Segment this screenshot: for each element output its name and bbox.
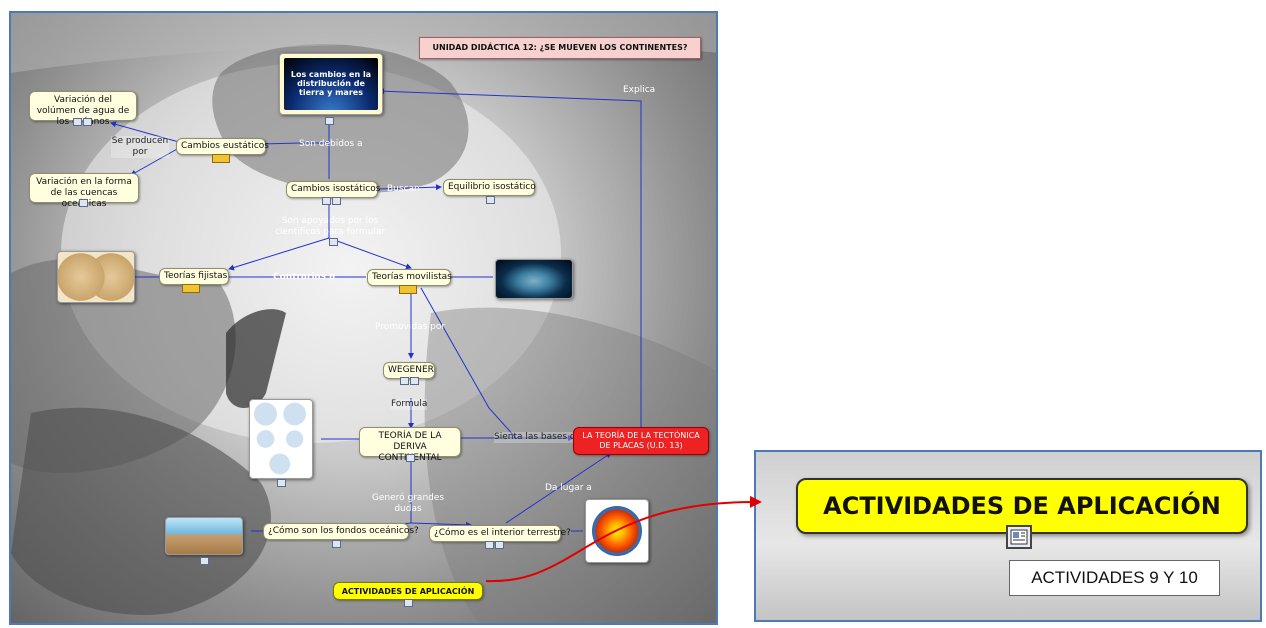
node-teorias-fijistas[interactable]: Teorías fijistas — [159, 268, 229, 285]
node-fondos-oceanicos[interactable]: ¿Cómo son los fondos oceánicos? — [263, 523, 419, 540]
link-label-son-debidos: Son debidos a — [299, 139, 363, 149]
distribution-caption: Los cambios en la distribución de tierra… — [284, 58, 378, 110]
link-label-son-apoyados: Son apoyados por los científicos para fo… — [274, 216, 386, 237]
node-variacion-volumen[interactable]: Variación del volúmen de agua de los océ… — [29, 91, 137, 127]
note-icon[interactable] — [83, 118, 92, 126]
note-icon[interactable] — [325, 117, 334, 125]
link-label-da-lugar: Da lugar a — [545, 483, 592, 493]
note-icon[interactable] — [329, 238, 338, 246]
link-label-promovidas: Promovidas por — [375, 322, 446, 332]
link-label-buscan: Buscan — [387, 184, 420, 194]
link-label-se-producen: Se producen por — [111, 136, 169, 158]
link-label-formula: Formula — [391, 399, 428, 410]
image-icon[interactable] — [485, 541, 494, 549]
note-icon[interactable] — [79, 199, 88, 207]
node-actividades[interactable]: ACTIVIDADES DE APLICACIÓN — [333, 582, 483, 600]
link-label-genero-dudas: Generó grandes dudas — [371, 493, 445, 514]
node-tectonica[interactable]: LA TEORÍA DE LA TECTÓNICA DE PLACAS (U.D… — [573, 427, 709, 455]
note-icon[interactable] — [332, 197, 341, 205]
node-wegener[interactable]: WEGENER — [383, 362, 435, 379]
map-title: UNIDAD DIDÁCTICA 12: ¿SE MUEVEN LOS CONT… — [419, 37, 701, 59]
link-label-contrarias: Contrarias a — [273, 272, 336, 282]
resource-icon[interactable] — [212, 154, 230, 163]
image-icon[interactable] — [200, 557, 209, 565]
link-label-sienta: Sienta las bases de — [494, 432, 582, 443]
image-icon[interactable] — [400, 377, 409, 385]
node-cambios-isostaticos[interactable]: Cambios isostáticos — [286, 181, 380, 198]
concept-map-panel: UNIDAD DIDÁCTICA 12: ¿SE MUEVEN LOS CONT… — [9, 11, 718, 625]
earth-interior-image[interactable] — [585, 499, 649, 563]
world-map-image[interactable] — [57, 251, 135, 303]
zoom-note-icon[interactable] — [1006, 525, 1032, 549]
image-icon[interactable] — [73, 118, 82, 126]
node-cambios-eustaticos[interactable]: Cambios eustáticos — [176, 138, 269, 155]
continental-drift-image[interactable] — [249, 399, 313, 479]
node-teorias-movilistas[interactable]: Teorías movilistas — [367, 269, 452, 286]
zoom-actividades-node[interactable]: ACTIVIDADES DE APLICACIÓN — [796, 478, 1248, 534]
note-icon[interactable] — [410, 377, 419, 385]
image-icon[interactable] — [322, 197, 331, 205]
zoom-tooltip: ACTIVIDADES 9 Y 10 — [1009, 560, 1220, 596]
document-image-icon — [1010, 529, 1028, 545]
map-distribution-image[interactable]: Los cambios en la distribución de tierra… — [279, 53, 383, 115]
node-equilibrio-isostatico[interactable]: Equilibrio isostático — [443, 179, 536, 196]
pangea-image[interactable] — [495, 259, 573, 299]
resource-icon[interactable] — [399, 285, 417, 294]
node-teoria-deriva[interactable]: TEORÍA DE LA DERIVA CONTINENTAL — [359, 427, 461, 463]
note-icon[interactable] — [332, 540, 341, 548]
note-icon[interactable] — [486, 196, 495, 204]
note-icon[interactable] — [404, 599, 413, 607]
node-interior-terrestre[interactable]: ¿Cómo es el interior terrestre? — [429, 525, 571, 542]
resource-icon[interactable] — [182, 284, 200, 293]
earth-cross-section — [592, 506, 642, 556]
image-icon[interactable] — [277, 479, 286, 487]
note-icon[interactable] — [495, 541, 504, 549]
link-label-explica: Explica — [623, 85, 656, 95]
note-icon[interactable] — [406, 454, 415, 462]
zoom-detail-panel: ACTIVIDADES DE APLICACIÓN ACTIVIDADES 9 … — [754, 450, 1262, 622]
ocean-floor-image[interactable] — [165, 517, 243, 555]
